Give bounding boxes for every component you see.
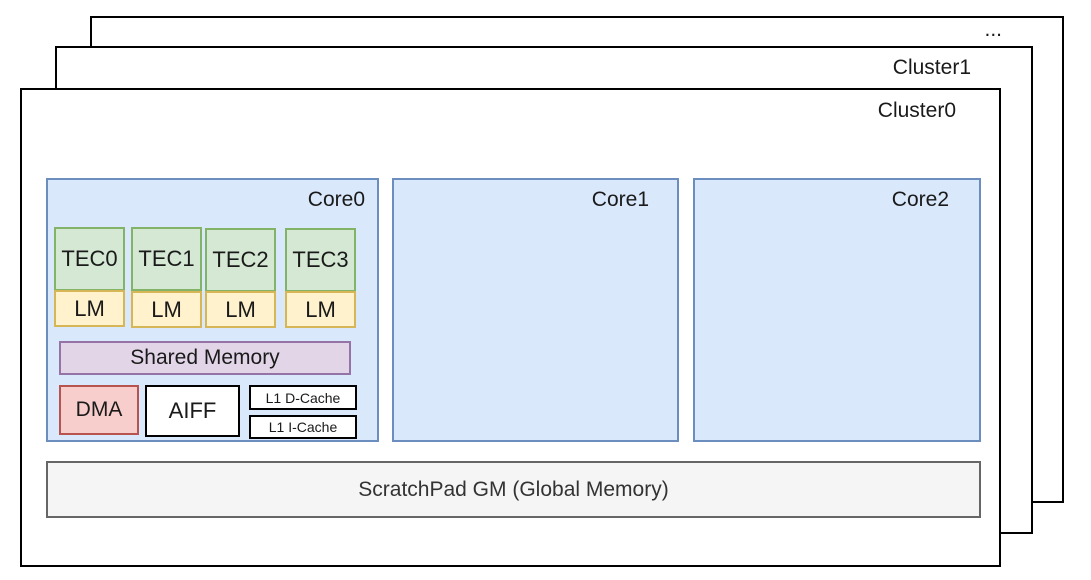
tec-2: TEC2	[205, 228, 276, 292]
scratchpad-global-memory: ScratchPad GM (Global Memory)	[46, 461, 981, 518]
l1-icache: L1 I-Cache	[249, 415, 357, 439]
tec-1-local-memory: LM	[131, 291, 202, 328]
core-2: Core2	[693, 178, 981, 442]
tec-3-local-memory: LM	[285, 291, 356, 328]
cluster-ellipsis-label: ...	[984, 18, 1002, 41]
core-1-label: Core1	[591, 188, 649, 211]
cluster-1-label: Cluster1	[892, 56, 971, 79]
tec-0-local-memory: LM	[54, 290, 125, 327]
aiff-unit: AIFF	[145, 385, 240, 437]
tec-1: TEC1	[131, 227, 202, 291]
core-0-label: Core0	[307, 188, 365, 211]
l1-dcache: L1 D-Cache	[249, 385, 357, 410]
core-2-label: Core2	[891, 188, 949, 211]
core-1: Core1	[392, 178, 679, 442]
tec-0: TEC0	[54, 227, 125, 291]
shared-memory: Shared Memory	[59, 341, 351, 375]
dma-unit: DMA	[59, 385, 139, 435]
tec-3: TEC3	[285, 228, 356, 292]
cluster-0-label: Cluster0	[877, 99, 956, 122]
tec-2-local-memory: LM	[205, 291, 276, 328]
